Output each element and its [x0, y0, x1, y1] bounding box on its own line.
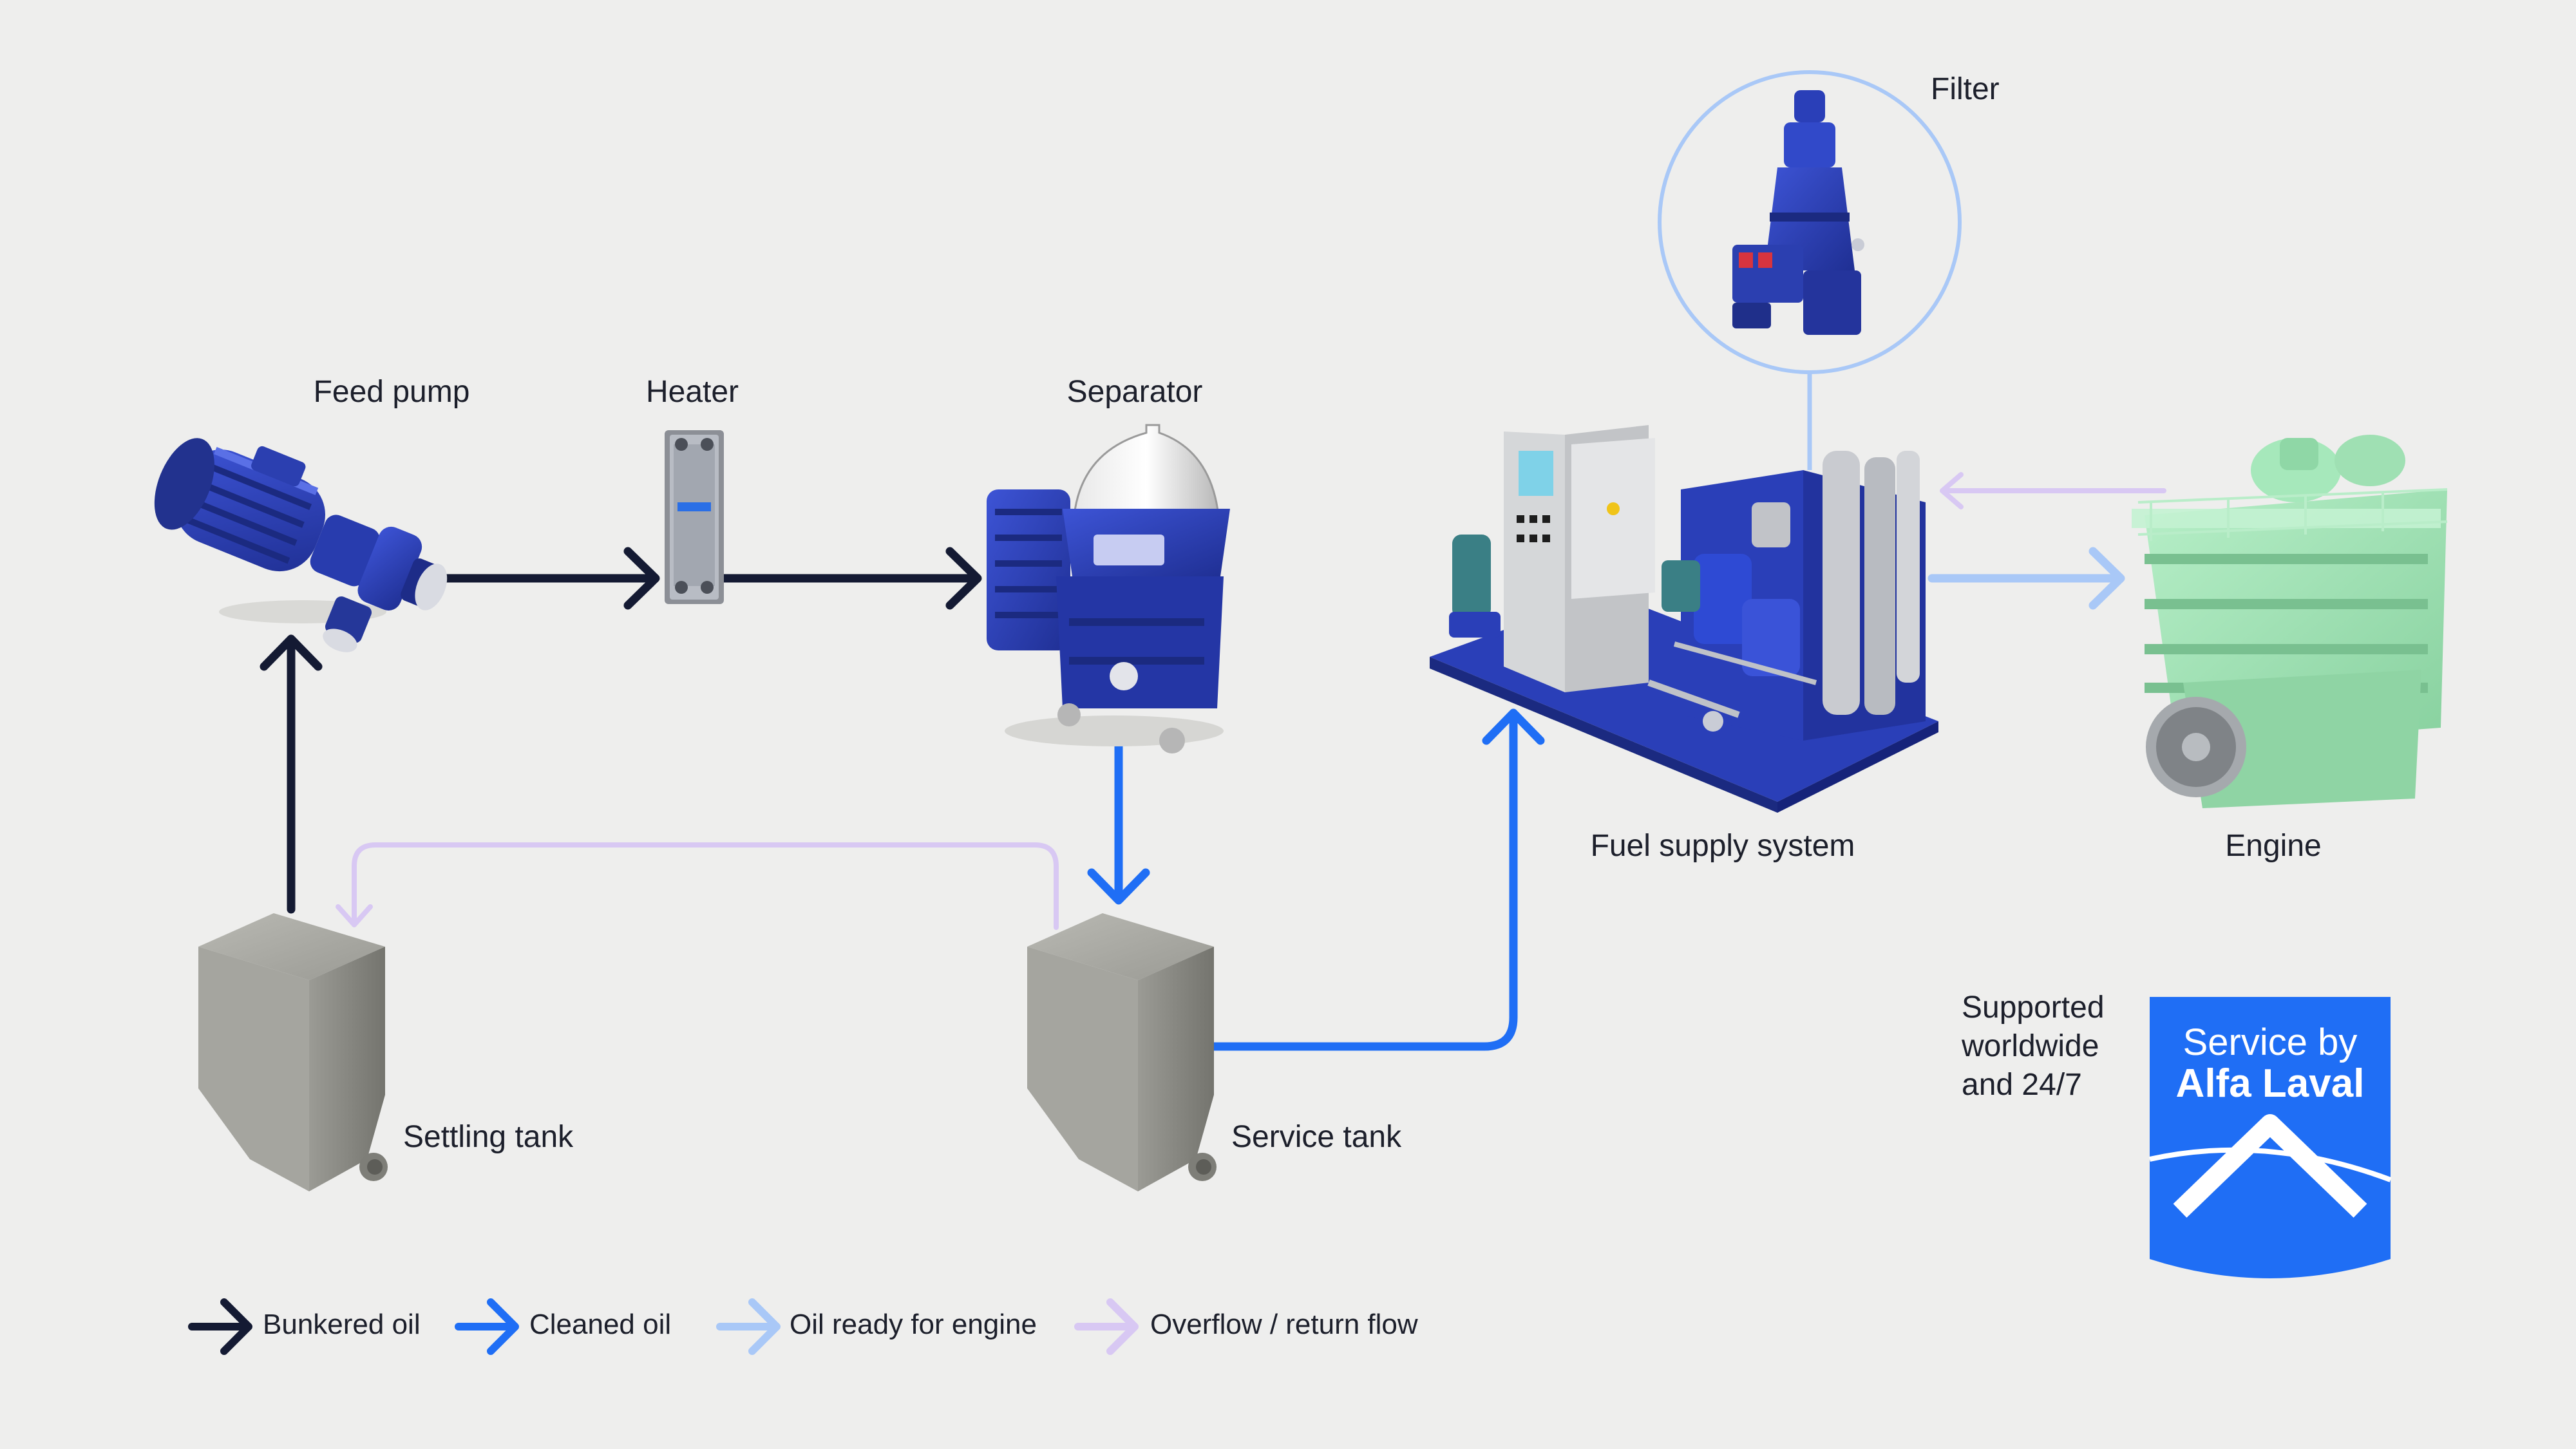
heater-illustration	[665, 430, 724, 604]
service-badge	[2149, 997, 2392, 1278]
flow-cleaned-down	[1087, 726, 1150, 905]
support-line-1: Supported	[1962, 990, 2105, 1025]
flow-bunkered-heater-separator	[718, 547, 982, 610]
legend-icon-overflow	[1074, 1298, 1139, 1355]
support-text: Supported worldwide and 24/7	[1962, 989, 2105, 1104]
flow-overflow-engine	[1940, 472, 2166, 509]
label-heater: Heater	[645, 375, 739, 409]
label-fuel-supply-system: Fuel supply system	[1590, 829, 1855, 863]
legend-label-overflow: Overflow / return flow	[1150, 1309, 1418, 1340]
legend-label-cleaned: Cleaned oil	[529, 1309, 672, 1340]
legend-icon-cleaned	[455, 1298, 519, 1355]
legend-icon-bunkered	[188, 1298, 252, 1355]
label-filter: Filter	[1931, 72, 2000, 106]
label-settling-tank: Settling tank	[403, 1120, 574, 1154]
legend-label-bunkered: Bunkered oil	[263, 1309, 421, 1340]
settling-tank-illustration	[198, 913, 388, 1191]
flow-cleaned-to-fss	[1209, 708, 1545, 1051]
feed-pump-illustration	[154, 438, 448, 652]
flow-bunkered-pump-heater	[408, 547, 660, 610]
separator-illustration	[987, 424, 1230, 753]
service-tank-illustration	[1027, 913, 1217, 1191]
legend-label-ready: Oil ready for engine	[790, 1309, 1037, 1340]
engine-illustration	[2132, 435, 2448, 808]
flow-ready	[1927, 547, 2125, 610]
flow-overflow	[336, 842, 1059, 930]
support-line-3: and 24/7	[1962, 1068, 2082, 1102]
legend-icon-ready	[716, 1298, 781, 1355]
label-separator: Separator	[1066, 375, 1203, 409]
badge-line-2: Alfa Laval	[2175, 1061, 2365, 1106]
label-service-tank: Service tank	[1231, 1120, 1402, 1154]
label-feed-pump: Feed pump	[313, 375, 470, 409]
badge-line-1: Service by	[2183, 1021, 2358, 1063]
filter-illustration	[1658, 70, 1962, 374]
label-engine: Engine	[2225, 829, 2322, 863]
support-line-2: worldwide	[1962, 1029, 2099, 1063]
alfa-laval-logo-icon	[2173, 1114, 2367, 1218]
fuel-supply-system-illustration	[1430, 425, 1938, 813]
flow-bunkered-up	[260, 634, 323, 914]
